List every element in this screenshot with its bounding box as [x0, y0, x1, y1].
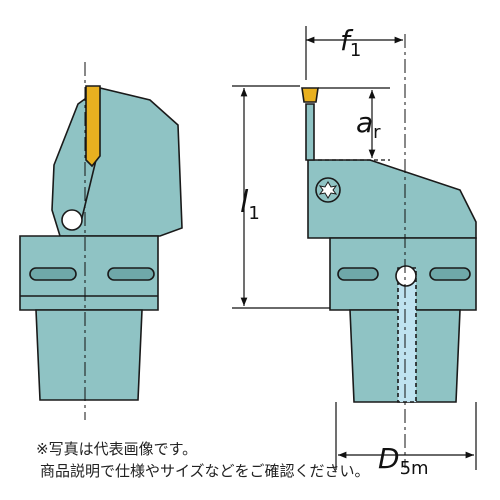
- side-insert: [301, 87, 319, 103]
- front-shank: [35, 309, 143, 401]
- front-view: [19, 85, 183, 401]
- side-blade: [305, 103, 315, 161]
- front-screw-icon: [61, 209, 83, 231]
- dim-d5m-label: D5m: [378, 442, 429, 479]
- front-body: [19, 235, 159, 311]
- side-slot-right: [429, 267, 471, 281]
- coolant-outlet-icon: [395, 265, 417, 287]
- dim-ar-label: ar: [356, 106, 381, 143]
- dim-l1-label: l1: [240, 185, 260, 224]
- front-insert: [85, 85, 101, 168]
- representative-image-note: ※写真は代表画像です。: [36, 440, 198, 458]
- dimension-lines: [232, 26, 477, 470]
- check-specifications-note: 商品説明で仕様やサイズなどをご確認ください。: [40, 462, 370, 480]
- dim-f1-label: f1: [340, 24, 361, 61]
- front-slot-right: [107, 267, 155, 281]
- front-slot-left: [29, 267, 77, 281]
- side-torx-star-icon: [318, 181, 338, 199]
- side-view: [301, 87, 477, 403]
- coolant-channel: [397, 267, 417, 403]
- side-slot-left: [337, 267, 379, 281]
